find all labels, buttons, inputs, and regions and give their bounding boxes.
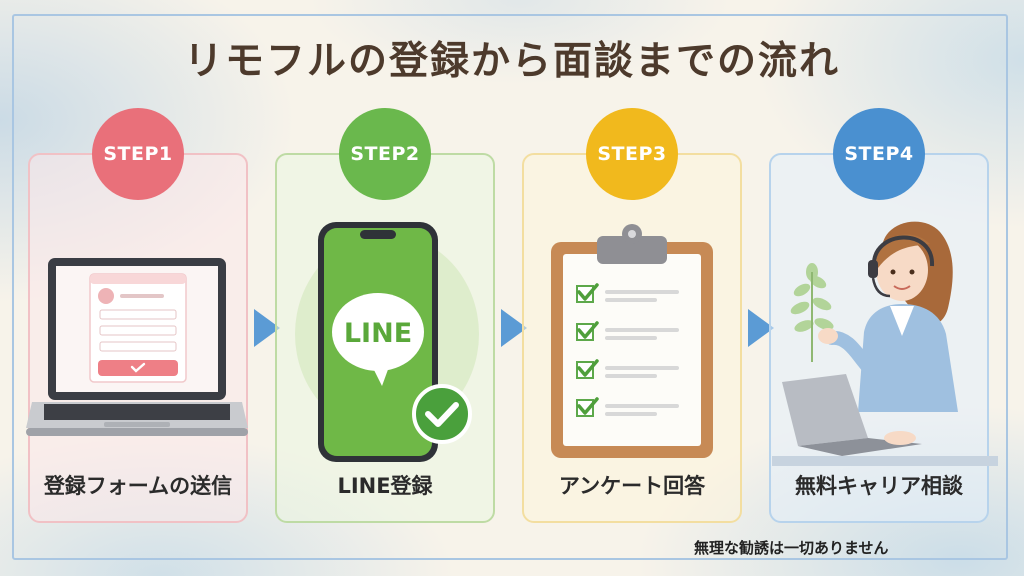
step2-label: LINE登録 [337,474,433,498]
page-frame [12,14,1008,560]
clipboard-checklist-illustration [551,224,713,458]
career-advisor-illustration [772,221,998,466]
step1-label: 登録フォームの送信 [43,474,233,498]
step1-badge: STEP1 [92,108,184,200]
step2-badge: STEP2 [339,108,431,200]
line-logo-text: LINE [344,318,412,349]
step3-badge: STEP3 [586,108,678,200]
step4-label: 無料キャリア相談 [795,474,963,498]
laptop-form-illustration [26,258,248,436]
page-title: リモフルの登録から面談までの流れ [183,39,840,84]
footnote: 無理な勧誘は一切ありません [694,539,889,557]
smartphone-line-illustration: LINE [295,222,479,462]
step4-badge: STEP4 [833,108,925,200]
step3-label: アンケート回答 [558,474,706,498]
